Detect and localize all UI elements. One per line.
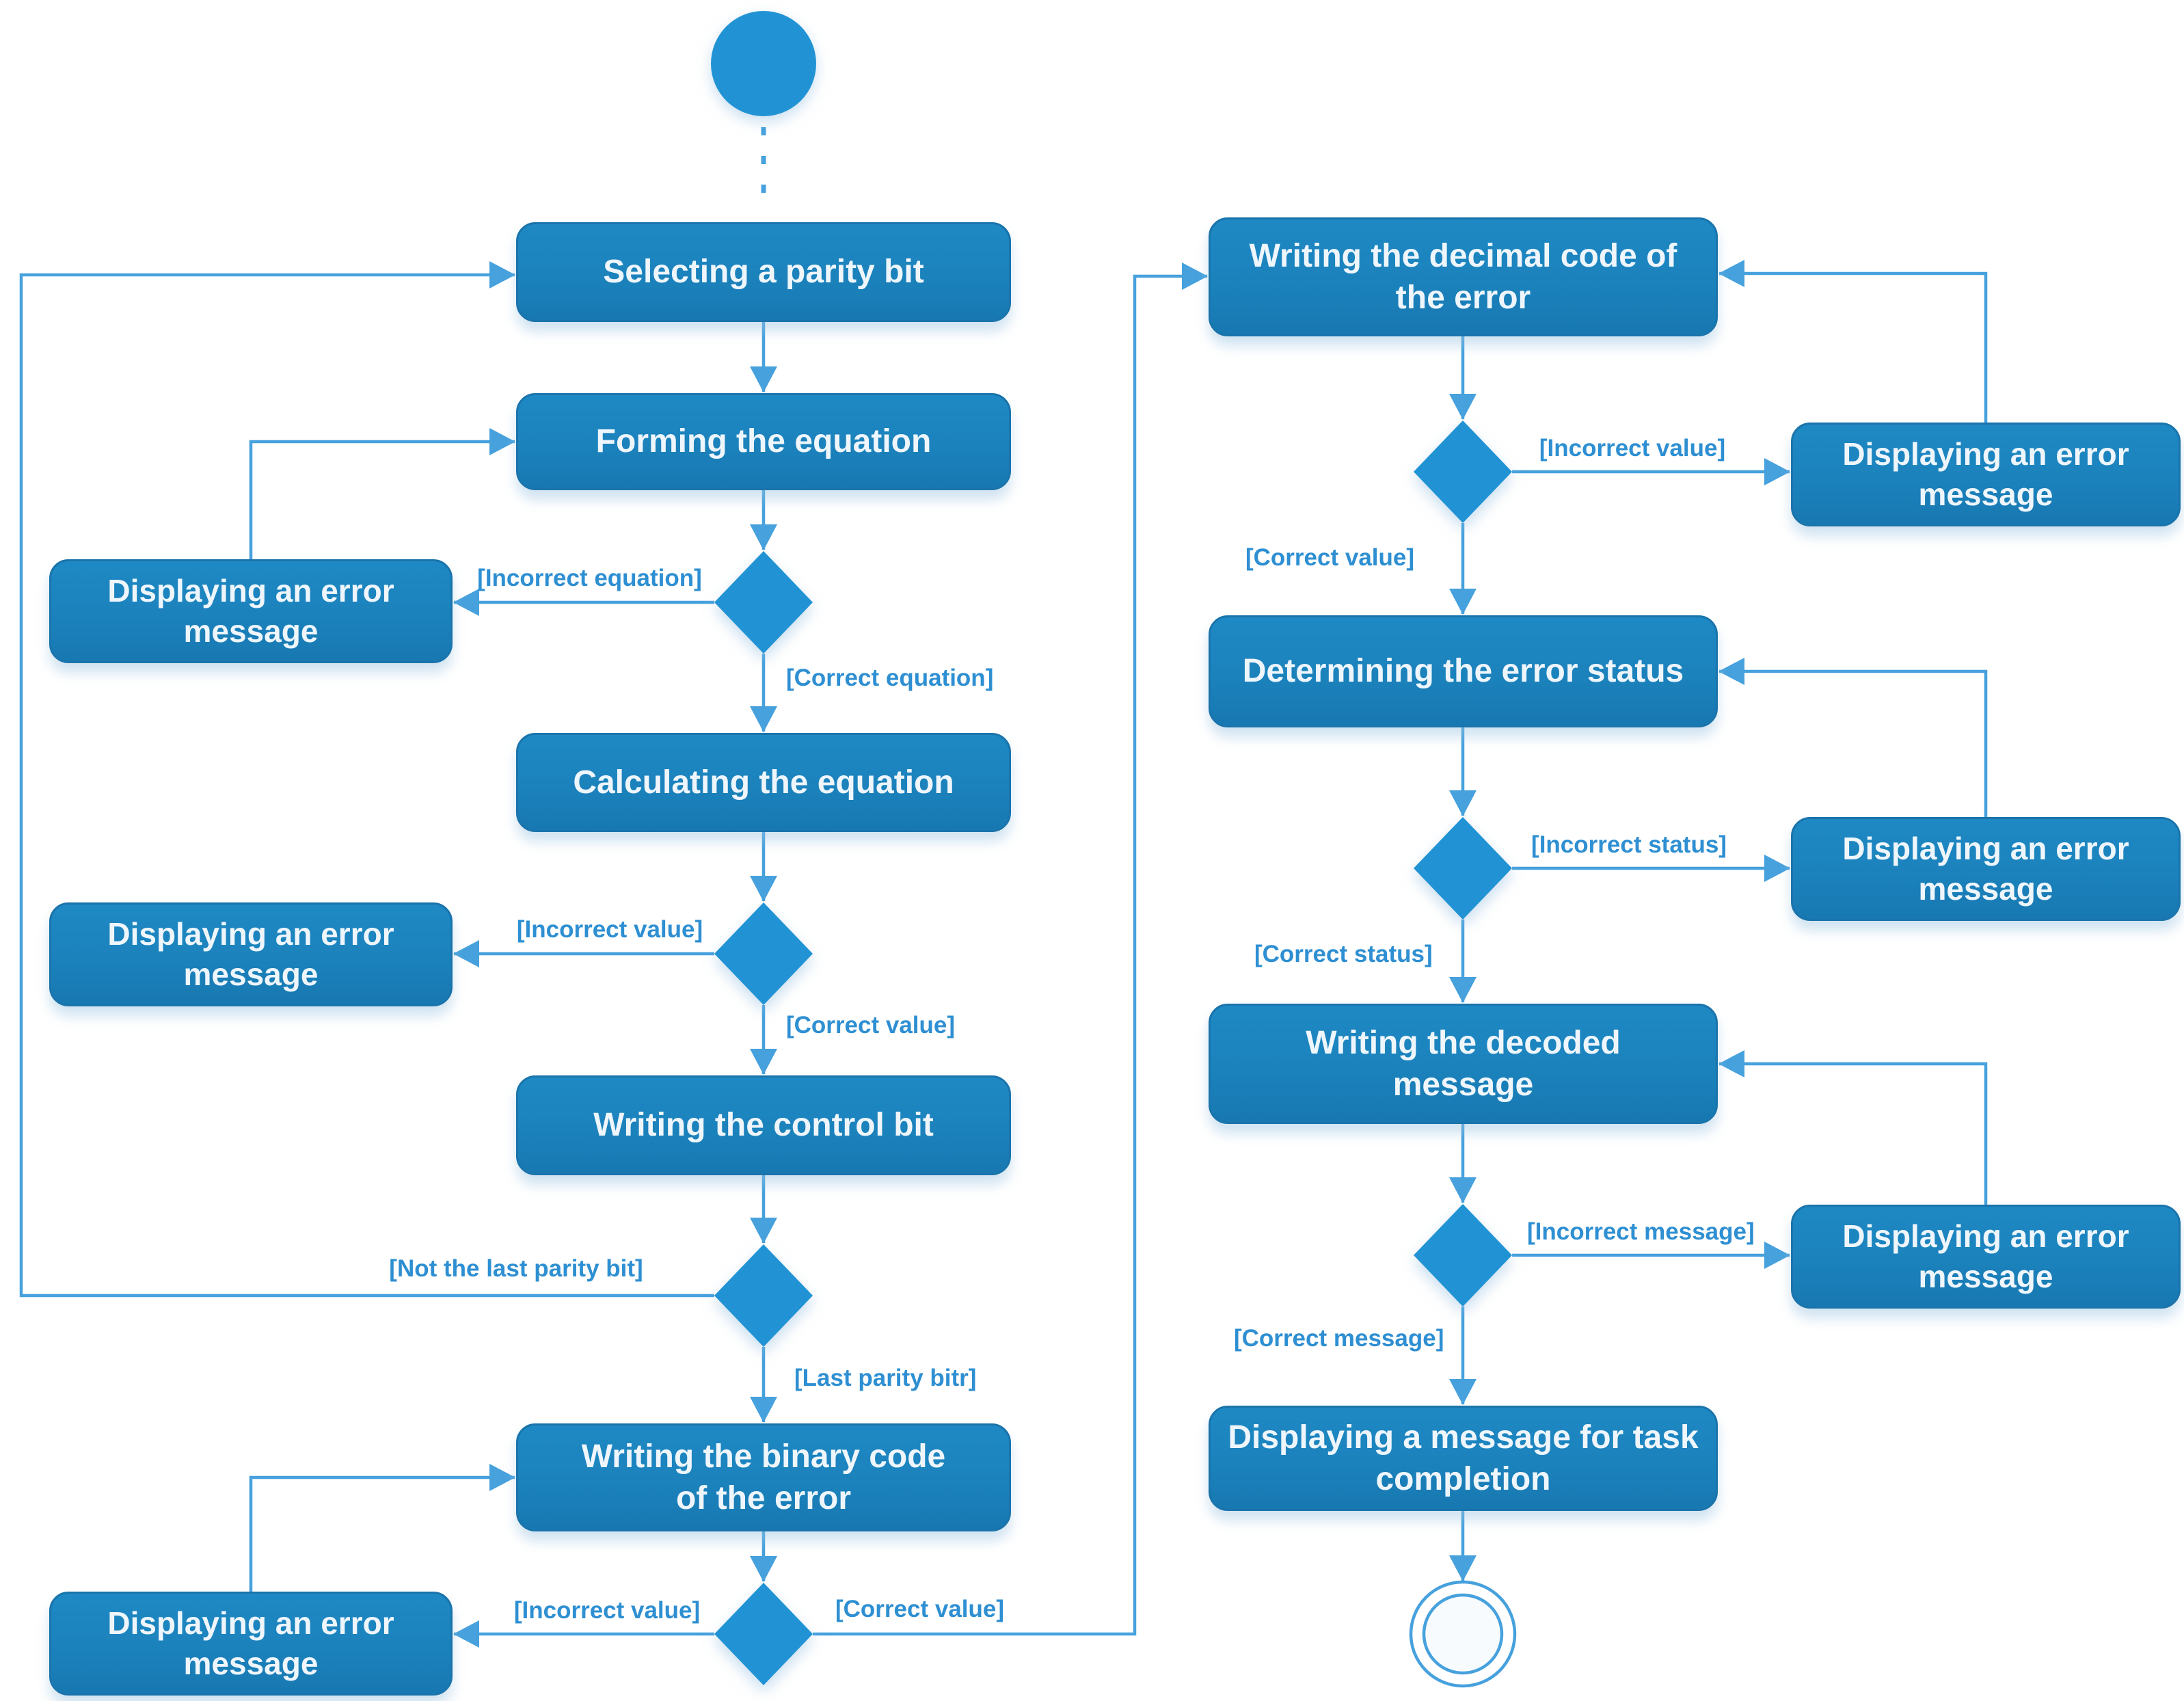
decision-message-check-icon — [1414, 1204, 1512, 1307]
guard-incorrect-value-calc: [Incorrect value] — [516, 916, 703, 943]
guard-incorrect-status: [Incorrect status] — [1531, 831, 1727, 858]
guard-correct-equation: [Correct equation] — [786, 665, 994, 691]
activity-writing-control-bit: Writing the control bit — [516, 1075, 1011, 1175]
activity-error-message-forming: Displaying an error message — [49, 559, 453, 663]
decision-decimal-value-check-icon — [1414, 420, 1512, 523]
activity-error-message-binary: Displaying an error message — [49, 1592, 453, 1696]
guard-incorrect-value-binary: [Incorrect value] — [513, 1597, 701, 1624]
activity-forming-equation: Forming the equation — [516, 393, 1011, 490]
decision-binary-value-check-icon — [714, 1583, 813, 1685]
guard-correct-message: [Correct message] — [1234, 1325, 1444, 1352]
activity-calculating-equation: Calculating the equation — [516, 733, 1011, 832]
final-node-outer-ring-icon — [1409, 1580, 1517, 1688]
activity-error-message-decoded: Displaying an error message — [1791, 1205, 2181, 1309]
decision-status-check-icon — [1414, 817, 1512, 920]
decision-parity-loop-check-icon — [714, 1244, 813, 1347]
edge-error-decimalcode-loop — [1718, 260, 1988, 423]
guard-correct-value-calc: [Correct value] — [786, 1012, 956, 1039]
decision-equation-check-icon — [714, 551, 813, 654]
guard-correct-value-decimal: [Correct value] — [1245, 544, 1415, 571]
guard-last-parity-bit: [Last parity bitr] — [794, 1365, 977, 1391]
edge-error-forming-loop — [249, 428, 515, 559]
edge-error-determining-loop — [1718, 658, 1988, 817]
start-node-icon — [711, 11, 816, 116]
guard-incorrect-equation: [Incorrect equation] — [477, 565, 702, 591]
edge-error-binarycode-loop — [249, 1464, 515, 1592]
activity-error-message-status: Displaying an error message — [1791, 817, 2181, 921]
activity-task-completion-message: Displaying a message for task completion — [1209, 1406, 1718, 1511]
activity-error-message-decimal: Displaying an error message — [1791, 423, 2181, 526]
final-node-inner-ring-icon — [1422, 1593, 1504, 1675]
activity-writing-binary-code: Writing the binary code of the error — [516, 1423, 1011, 1531]
activity-determining-error-status: Determining the error status — [1209, 615, 1718, 727]
guard-incorrect-message: [Incorrect message] — [1527, 1218, 1755, 1245]
guard-correct-status: [Correct status] — [1254, 941, 1433, 967]
edge-decision3-selecting-loop — [19, 261, 714, 1298]
edge-decision4-decimalcode — [813, 263, 1208, 1636]
activity-writing-decoded-message: Writing the decoded message — [1209, 1004, 1718, 1124]
edge-error-decoded-loop — [1718, 1050, 1988, 1205]
activity-selecting-parity-bit: Selecting a parity bit — [516, 222, 1011, 322]
guard-correct-value-binary: [Correct value] — [835, 1596, 1005, 1622]
guard-not-last-parity-bit: [Not the last parity bit] — [389, 1255, 643, 1282]
guard-incorrect-value-decimal: [Incorrect value] — [1539, 435, 1726, 461]
decision-calc-value-check-icon — [714, 902, 813, 1005]
activity-error-message-calculating: Displaying an error message — [49, 902, 453, 1006]
activity-writing-decimal-code: Writing the decimal code of the error — [1209, 217, 1718, 336]
